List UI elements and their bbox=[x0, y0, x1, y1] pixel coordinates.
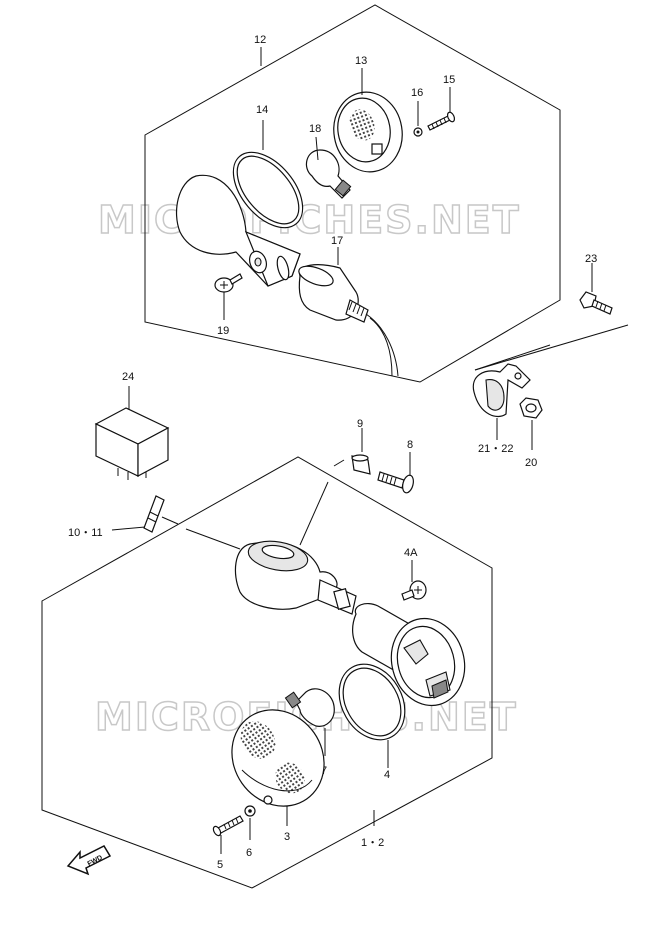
upper-socket bbox=[298, 264, 399, 377]
upper-mount-screw bbox=[214, 273, 243, 293]
lower-housing bbox=[234, 540, 357, 615]
callout-19: 19 bbox=[217, 325, 229, 337]
callout-12: 12 bbox=[254, 34, 266, 46]
mounting-bracket bbox=[472, 363, 531, 418]
lower-bulb bbox=[284, 688, 335, 727]
lower-body-screw bbox=[401, 580, 427, 601]
upper-lens-gasket bbox=[232, 151, 304, 229]
callout-5: 5 bbox=[217, 859, 223, 871]
upper-bulb bbox=[305, 149, 352, 199]
callout-21-22: 21・22 bbox=[478, 443, 513, 455]
callout-6: 6 bbox=[246, 847, 252, 859]
spacer-collar bbox=[351, 454, 371, 475]
callout-8: 8 bbox=[407, 439, 413, 451]
upper-washer bbox=[413, 127, 423, 137]
lower-assembly-frame bbox=[41, 456, 493, 889]
lower-lens bbox=[231, 709, 325, 807]
upper-lens-screw bbox=[427, 111, 456, 131]
callout-23: 23 bbox=[585, 253, 597, 265]
callout-4A: 4A bbox=[404, 547, 418, 559]
callout-18: 18 bbox=[309, 123, 321, 135]
callout-10-11: 10・11 bbox=[68, 527, 103, 539]
lower-lamp-body bbox=[352, 602, 466, 707]
callout-20: 20 bbox=[525, 457, 537, 469]
upper-lens bbox=[333, 91, 403, 173]
watermark-top: MICROFICHES.NET bbox=[98, 198, 521, 242]
lower-washer bbox=[244, 805, 256, 817]
signal-mount-bolt bbox=[377, 471, 414, 494]
turn-signal-relay bbox=[94, 407, 170, 480]
upper-housing bbox=[175, 174, 301, 287]
bracket-bolt bbox=[579, 291, 613, 315]
callout-14: 14 bbox=[256, 104, 268, 116]
wire-clip bbox=[143, 495, 165, 533]
callout-13: 13 bbox=[355, 55, 367, 67]
callout-4: 4 bbox=[384, 769, 390, 781]
callout-9: 9 bbox=[357, 418, 363, 430]
callout-17: 17 bbox=[331, 235, 343, 247]
upper-assembly-frame bbox=[144, 4, 561, 383]
callout-15: 15 bbox=[443, 74, 455, 86]
lower-lens-gasket bbox=[338, 663, 406, 741]
callout-16: 16 bbox=[411, 87, 423, 99]
fwd-arrow-icon: FWD bbox=[66, 845, 112, 876]
bracket-nut bbox=[519, 397, 543, 419]
lower-lens-screw bbox=[212, 815, 244, 837]
callout-1-2: 1・2 bbox=[361, 837, 384, 849]
callout-24: 24 bbox=[122, 371, 134, 383]
callout-3: 3 bbox=[284, 831, 290, 843]
